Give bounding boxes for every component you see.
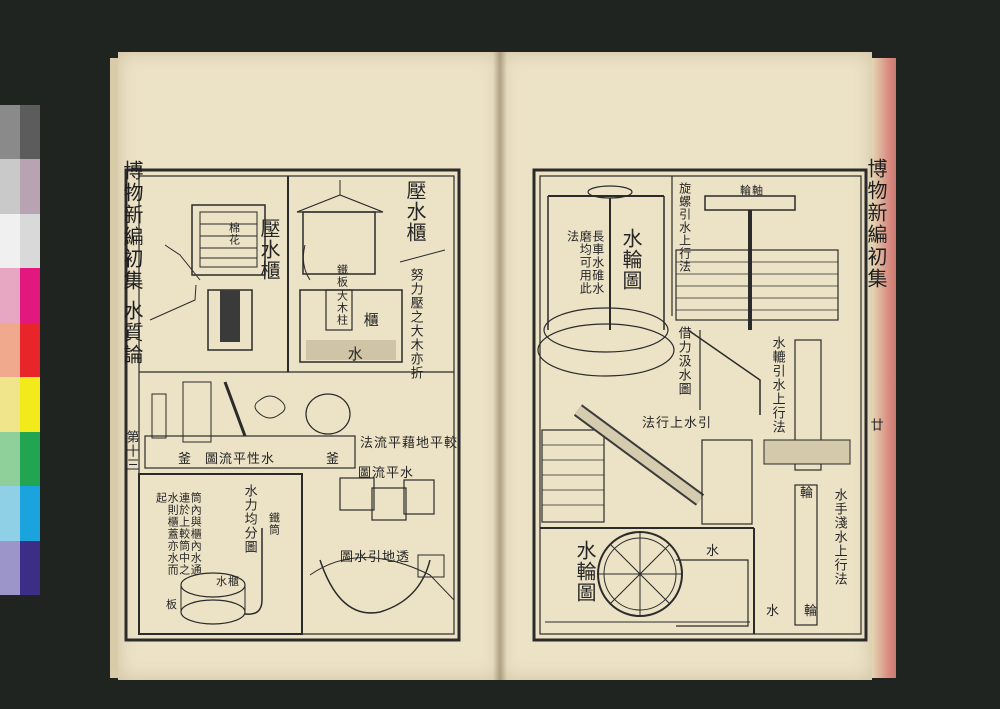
color-swatch: [20, 431, 40, 487]
color-swatch: [20, 486, 40, 541]
color-swatch: [20, 213, 40, 269]
left-section-title: 水質論: [120, 300, 144, 366]
press-pump-label: 壓水櫃: [257, 218, 281, 281]
color-swatch: [20, 322, 40, 378]
right-margin-title: 博物新編初集: [864, 158, 888, 290]
right-page: [500, 52, 872, 680]
wheel2-label: 輪: [804, 604, 819, 619]
vessel-left-label: 釜: [178, 452, 193, 467]
big-wheel-title: 水輪圖: [573, 540, 597, 603]
color-calibration-strip: [0, 105, 40, 595]
siphon-title: 透地引水圖: [340, 550, 411, 565]
vessel-right-label: 釜: [326, 452, 341, 467]
hand-note: 水手淺水上行法: [831, 488, 847, 586]
iron-tube-label: 鐵筒: [267, 512, 281, 536]
water-label: 水: [345, 346, 364, 362]
tank-label: 櫃: [361, 312, 380, 328]
tank2-label: 水櫃: [216, 575, 240, 588]
color-swatch: [20, 540, 40, 595]
wheel-label: 輪: [800, 486, 815, 501]
color-swatch: [0, 105, 20, 160]
force-note: 努力壓之大木亦折: [407, 268, 423, 380]
cotton-label: 棉花: [227, 222, 241, 246]
color-swatch: [0, 486, 20, 541]
big-post-label: 大木柱: [335, 290, 349, 326]
chain-note: 水轆引水上行法: [769, 336, 785, 434]
left-page: [118, 52, 500, 680]
iron-plate-label: 鐵板: [335, 264, 349, 288]
left-margin-title: 博物新編初集: [120, 160, 144, 292]
left-folio: 第十三: [123, 430, 139, 472]
spiral-note: 旋螺引水上行法: [677, 182, 692, 273]
color-swatch: [0, 268, 20, 323]
book-gutter: [493, 52, 507, 680]
color-swatch: [0, 377, 20, 432]
color-swatch: [0, 322, 20, 378]
color-swatch: [20, 105, 40, 160]
page-stack-right-edge: [872, 58, 896, 678]
level-note: 水平流圖: [358, 466, 415, 481]
right-folio: 廿: [867, 418, 883, 432]
level-flow-title: 水性平流圖: [205, 452, 276, 467]
color-swatch: [0, 540, 20, 595]
color-swatch: [20, 377, 40, 432]
color-swatch: [20, 268, 40, 323]
even-force-note: 筒內與櫃內水通連於上較筒中之水則櫃蓋亦水而起: [154, 492, 203, 576]
water-press-label: 壓水櫃: [403, 180, 427, 243]
color-swatch: [0, 431, 20, 487]
water-label-right: 水: [766, 604, 781, 619]
waterwheel-title: 水輪圖: [619, 228, 643, 291]
screw-note: 引水上行法: [642, 416, 713, 431]
helper-title: 借力汲水圖: [675, 326, 691, 396]
page-stack-left-edge: [110, 58, 120, 678]
color-swatch: [0, 159, 20, 214]
board-label: 板: [166, 598, 178, 611]
even-force-title: 水力均分圖: [241, 484, 257, 554]
waterwheel-note: 長車水碓水磨均可用此法: [565, 230, 605, 295]
big-wheel-water-label: 水: [706, 544, 721, 559]
color-swatch: [0, 213, 20, 269]
color-swatch: [20, 159, 40, 214]
surface-note: 較平地藉平流法: [360, 436, 459, 451]
axle-label: 輪軸: [740, 184, 764, 197]
